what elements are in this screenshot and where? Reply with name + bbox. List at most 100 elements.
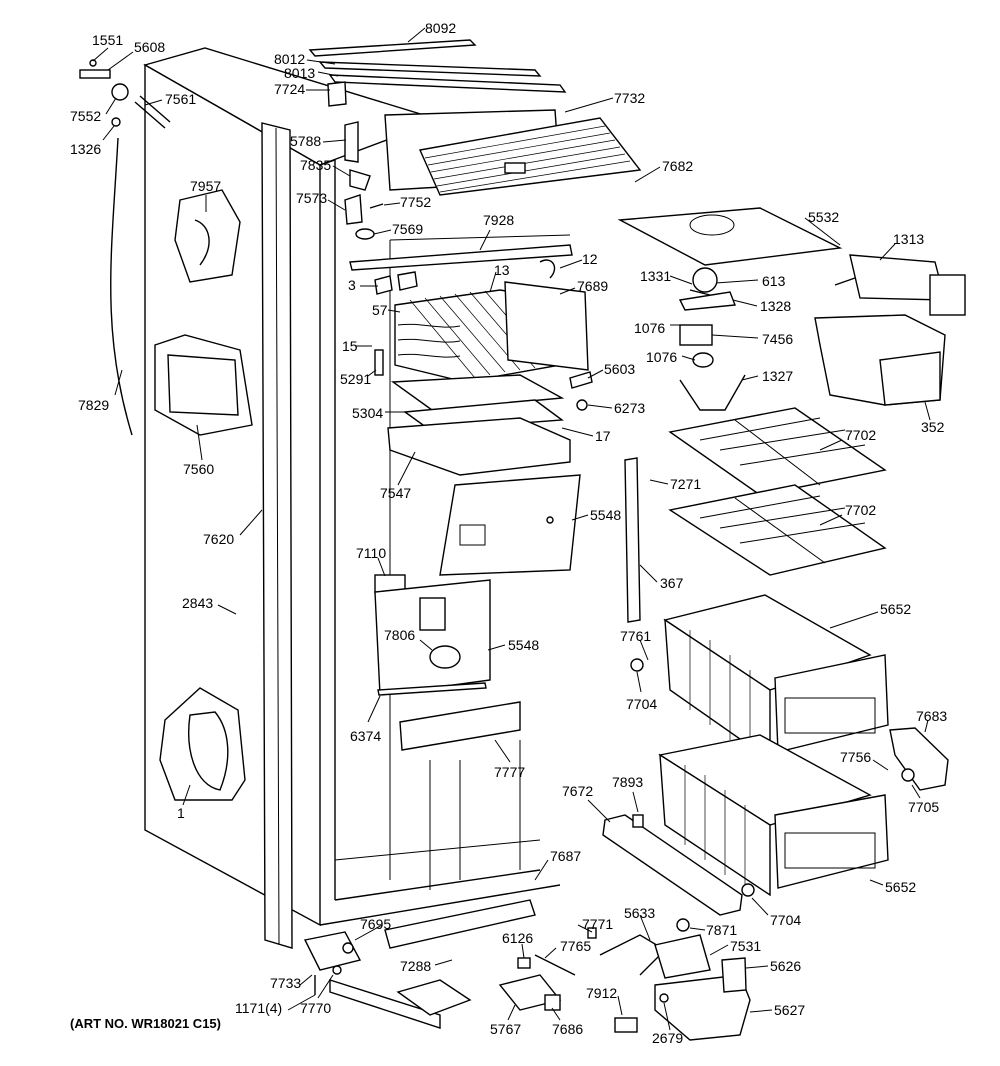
callout-label: 7682 [662, 158, 693, 174]
drain-pans [387, 371, 593, 476]
water-tube [110, 137, 133, 436]
wire-harness-cutout [174, 189, 241, 283]
callout-label: 5767 [490, 1021, 521, 1037]
callout-label: 7702 [845, 427, 876, 443]
callout-label: 352 [921, 419, 945, 435]
callout-label: 57 [372, 302, 388, 318]
callout-label: 1326 [70, 141, 101, 157]
callout-label: 5788 [290, 133, 321, 149]
callout-label: 6273 [614, 400, 645, 416]
callout-label: 5608 [134, 39, 165, 55]
callout-label: 7704 [770, 912, 801, 928]
control-housing [374, 574, 491, 696]
callout-label: 1328 [760, 298, 791, 314]
callout-label: 7573 [296, 190, 327, 206]
callout-label: 13 [494, 262, 510, 278]
callout-label: 7705 [908, 799, 939, 815]
callout-label: 5304 [352, 405, 383, 421]
callout-label: 7704 [626, 696, 657, 712]
callout-label: 7560 [183, 461, 214, 477]
callout-label: 3 [348, 277, 356, 293]
callout-label: 7724 [274, 81, 305, 97]
callout-label: 17 [595, 428, 611, 444]
callout-label: 7271 [670, 476, 701, 492]
evaporator-assembly [349, 244, 589, 383]
callout-label: 5548 [590, 507, 621, 523]
callout-label: 5652 [885, 879, 916, 895]
water-valve-parts [498, 927, 597, 1011]
callout-label: 1 [177, 805, 185, 821]
lower-insulation-pad [396, 979, 472, 1016]
callout-label: 7835 [300, 157, 331, 173]
callout-label: 7695 [360, 916, 391, 932]
bottom-cover-plate [384, 899, 536, 949]
callout-label: 5652 [880, 601, 911, 617]
callout-label: 1171(4) [235, 1000, 282, 1016]
top-trim-strips [308, 39, 567, 107]
callout-label: 7687 [550, 848, 581, 864]
callout-label: 7569 [392, 221, 423, 237]
callout-label: 5532 [808, 209, 839, 225]
liner-brackets [344, 121, 384, 240]
callout-label: 7761 [620, 628, 651, 644]
callout-label: 7752 [400, 194, 431, 210]
freezer-top-panel [617, 207, 843, 266]
callout-label: 7765 [560, 938, 591, 954]
wire-basket-lower [658, 734, 889, 897]
air-duct-cover [439, 474, 581, 576]
callout-label: 7829 [78, 397, 109, 413]
callout-label: 7689 [577, 278, 608, 294]
art-number-note: (ART NO. WR18021 C15) [70, 1016, 221, 1031]
callout-label: 7871 [706, 922, 737, 938]
callout-label: 5603 [604, 361, 635, 377]
callout-label: 7806 [384, 627, 415, 643]
callout-label: 7531 [730, 938, 761, 954]
callout-label: 7732 [614, 90, 645, 106]
callout-label: 5291 [340, 371, 371, 387]
callout-label: 7288 [400, 958, 431, 974]
leader-lines [92, 27, 931, 1031]
callout-label: 613 [762, 273, 786, 289]
callout-label: 7777 [494, 764, 525, 780]
dispenser-motor-parts [599, 918, 751, 1041]
callout-label: 7561 [165, 91, 196, 107]
wire-shelf-lower [668, 484, 887, 576]
top-hinge-parts [79, 59, 171, 129]
callout-label: 1313 [893, 231, 924, 247]
callout-label: 1076 [634, 320, 665, 336]
callout-label: 7756 [840, 749, 871, 765]
basket-slide-right [889, 727, 949, 791]
callout-label: 7683 [916, 708, 947, 724]
callout-label: 7686 [552, 1021, 583, 1037]
callout-label: 6374 [350, 728, 381, 744]
lower-trim-cover [399, 701, 521, 751]
callout-label: 7928 [483, 212, 514, 228]
top-grille [384, 109, 642, 196]
fan-motor-assembly [678, 267, 746, 411]
callout-label: 7733 [270, 975, 301, 991]
callout-labels: 8092 8012 8013 7724 7732 5788 7835 7573 … [70, 20, 947, 1046]
ice-maker [834, 254, 966, 316]
callout-label: 8092 [425, 20, 456, 36]
callout-label: 7702 [845, 502, 876, 518]
callout-label: 7456 [762, 331, 793, 347]
callout-label: 5627 [774, 1002, 805, 1018]
wire-shelf-upper [668, 407, 887, 496]
callout-label: 7957 [190, 178, 221, 194]
callout-label: 7672 [562, 783, 593, 799]
callout-label: 7552 [70, 108, 101, 124]
callout-label: 7770 [300, 1000, 331, 1016]
callout-label: 8012 [274, 51, 305, 67]
shelf-ladder-rail [624, 457, 641, 623]
callout-label: 5633 [624, 905, 655, 921]
parts-bag-cutout [159, 687, 246, 801]
control-rail [377, 682, 487, 696]
callout-label: 7547 [380, 485, 411, 501]
callout-label: 6126 [502, 930, 533, 946]
callout-label: 7110 [356, 545, 386, 561]
callout-label: 367 [660, 575, 684, 591]
door-trim-strip [261, 122, 293, 949]
callout-label: 1331 [640, 268, 671, 284]
callout-label: 2843 [182, 595, 213, 611]
